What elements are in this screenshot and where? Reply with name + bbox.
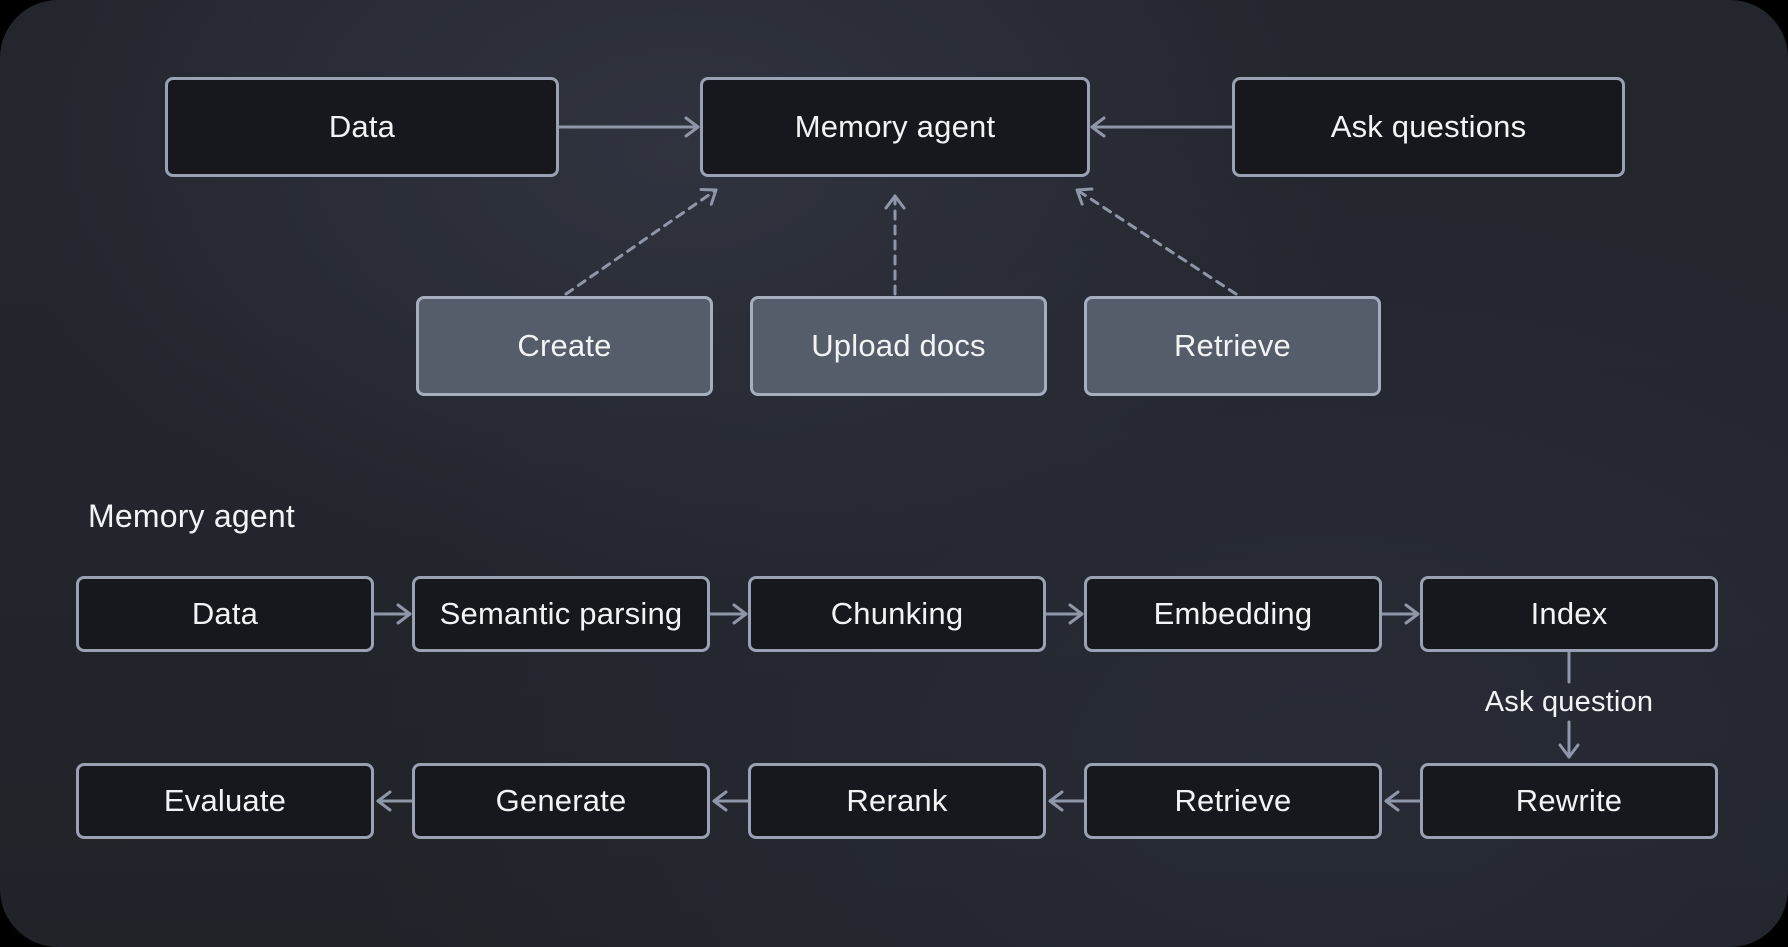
- node-ask-questions: Ask questions: [1232, 77, 1625, 177]
- action-retrieve: Retrieve: [1084, 296, 1381, 396]
- step-index: Index: [1420, 576, 1718, 652]
- step-rewrite: Rewrite: [1420, 763, 1718, 839]
- action-create: Create: [416, 296, 713, 396]
- dashed-connectors: [564, 187, 1238, 296]
- step-generate: Generate: [412, 763, 710, 839]
- pipeline-section-title: Memory agent: [88, 498, 295, 534]
- step-chunking: Chunking: [748, 576, 1046, 652]
- edge-create-to-memory-agent: [564, 187, 718, 296]
- step-semantic-parsing: Semantic parsing: [412, 576, 710, 652]
- node-data-source: Data: [165, 77, 559, 177]
- step-embedding: Embedding: [1084, 576, 1382, 652]
- node-memory-agent: Memory agent: [700, 77, 1090, 177]
- edge-retrieve-to-memory-agent: [1075, 187, 1238, 296]
- solid-connectors: [372, 116, 1580, 812]
- step-evaluate: Evaluate: [76, 763, 374, 839]
- step-data: Data: [76, 576, 374, 652]
- action-upload-docs: Upload docs: [750, 296, 1047, 396]
- step-retrieve: Retrieve: [1084, 763, 1382, 839]
- ask-question-label: Ask question: [1484, 686, 1654, 718]
- step-rerank: Rerank: [748, 763, 1046, 839]
